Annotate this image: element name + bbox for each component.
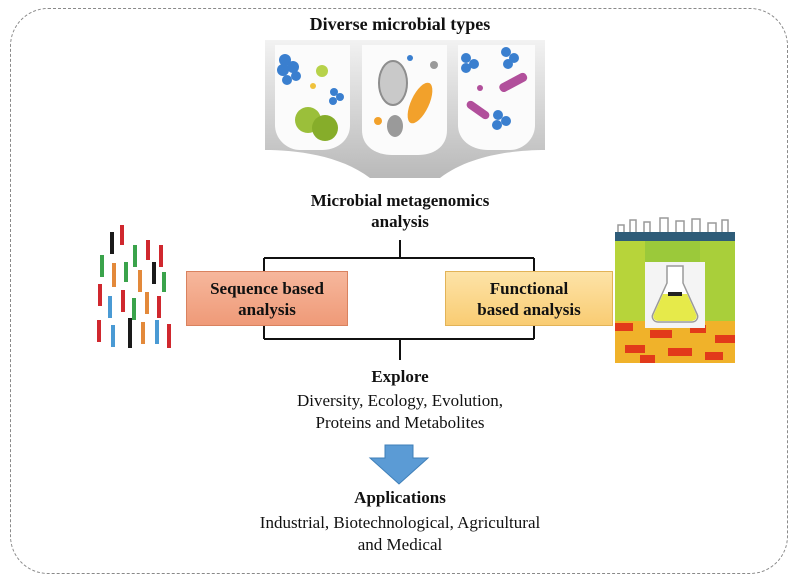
explore-line1: Diversity, Ecology, Evolution, <box>296 391 504 410</box>
functional-box-line1: Functional <box>489 278 569 298</box>
functional-based-analysis-box: Functional based analysis <box>445 271 613 326</box>
explore-description: Diversity, Ecology, Evolution, Proteins … <box>220 390 580 434</box>
sequence-box-line2: analysis <box>238 299 296 319</box>
metagenomics-analysis-title: Microbial metagenomics analysis <box>250 190 550 232</box>
sequence-based-analysis-box: Sequence based analysis <box>186 271 348 326</box>
metagenomics-title-line1: Microbial metagenomics <box>310 191 490 210</box>
bracket-connector <box>263 240 535 360</box>
applications-line2: and Medical <box>357 535 443 554</box>
applications-heading: Applications <box>354 488 446 507</box>
explore-line2: Proteins and Metabolites <box>315 413 485 432</box>
applications-description: Industrial, Biotechnological, Agricultur… <box>200 512 600 556</box>
microbe-funnel-illustration <box>265 40 545 178</box>
metagenomics-title-line2: analysis <box>371 212 429 231</box>
heatmap-flask-icon <box>615 217 735 363</box>
diverse-microbial-types-title: Diverse microbial types <box>309 14 491 34</box>
down-arrow-icon <box>368 444 430 485</box>
functional-box-line2: based analysis <box>477 299 581 319</box>
sequence-box-line1: Sequence based <box>210 278 324 298</box>
dashed-frame <box>10 8 788 574</box>
applications-line1: Industrial, Biotechnological, Agricultur… <box>259 513 541 532</box>
explore-heading: Explore <box>371 367 429 386</box>
dna-sequence-reads-icon <box>97 225 171 348</box>
